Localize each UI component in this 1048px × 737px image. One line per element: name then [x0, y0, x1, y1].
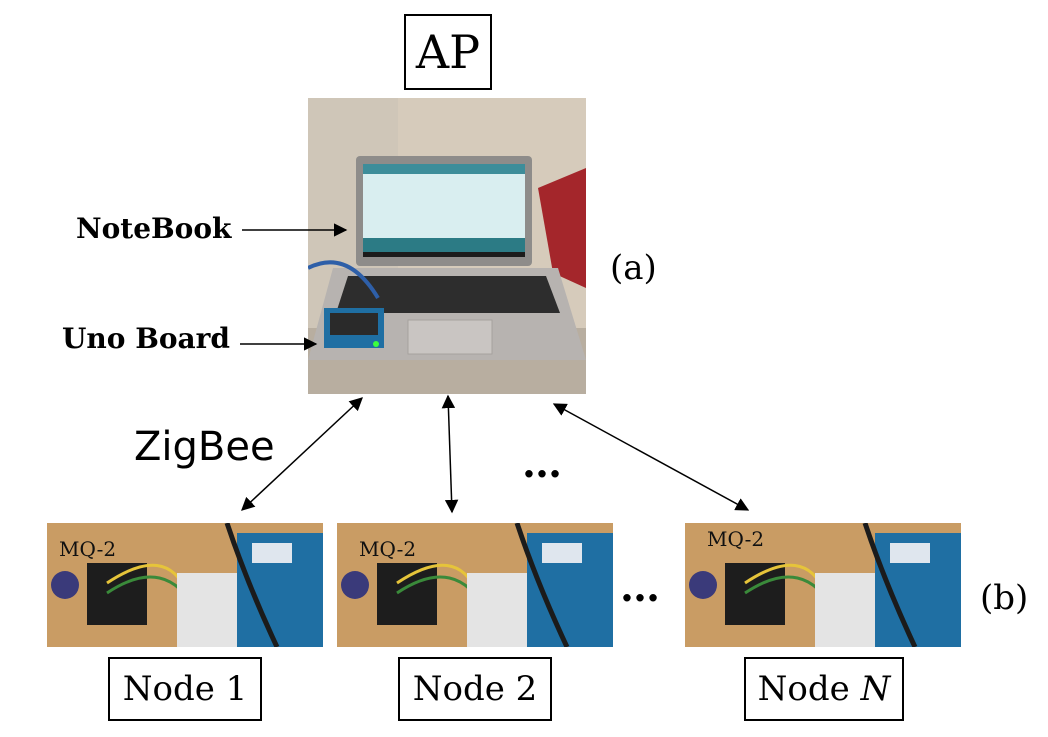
node-2-photo: MQ-2	[337, 523, 613, 647]
node-n-sensor-label: MQ-2	[707, 527, 765, 551]
node-1-sensor-label: MQ-2	[59, 537, 117, 561]
ap-label: AP	[415, 25, 481, 79]
node-n-label-box: Node N	[744, 657, 904, 721]
tag-a: (a)	[610, 248, 657, 288]
node-1-label: Node 1	[122, 669, 248, 709]
link-node-2-arrow	[441, 394, 459, 514]
notebook-label: NoteBook	[76, 212, 232, 245]
ellipsis-bottom: …	[620, 564, 662, 611]
tag-b: (b)	[980, 578, 1029, 618]
node-n-label-var: N	[860, 669, 891, 709]
node-n-label-prefix: Node	[757, 669, 861, 709]
node-1-photo: MQ-2	[47, 523, 323, 647]
laptop-illustration	[308, 98, 586, 394]
link-node-n-arrow	[552, 403, 750, 511]
node-2-label-box: Node 2	[398, 657, 552, 721]
node-2-label: Node 2	[412, 669, 538, 709]
ap-photo	[308, 98, 586, 394]
node-1-label-box: Node 1	[108, 657, 262, 721]
link-node-1-arrow	[241, 397, 363, 511]
uno-board-label: Uno Board	[62, 322, 231, 355]
ap-label-box: AP	[404, 14, 492, 90]
node-2-sensor-label: MQ-2	[359, 537, 417, 561]
node-n-photo: MQ-2	[685, 523, 961, 647]
